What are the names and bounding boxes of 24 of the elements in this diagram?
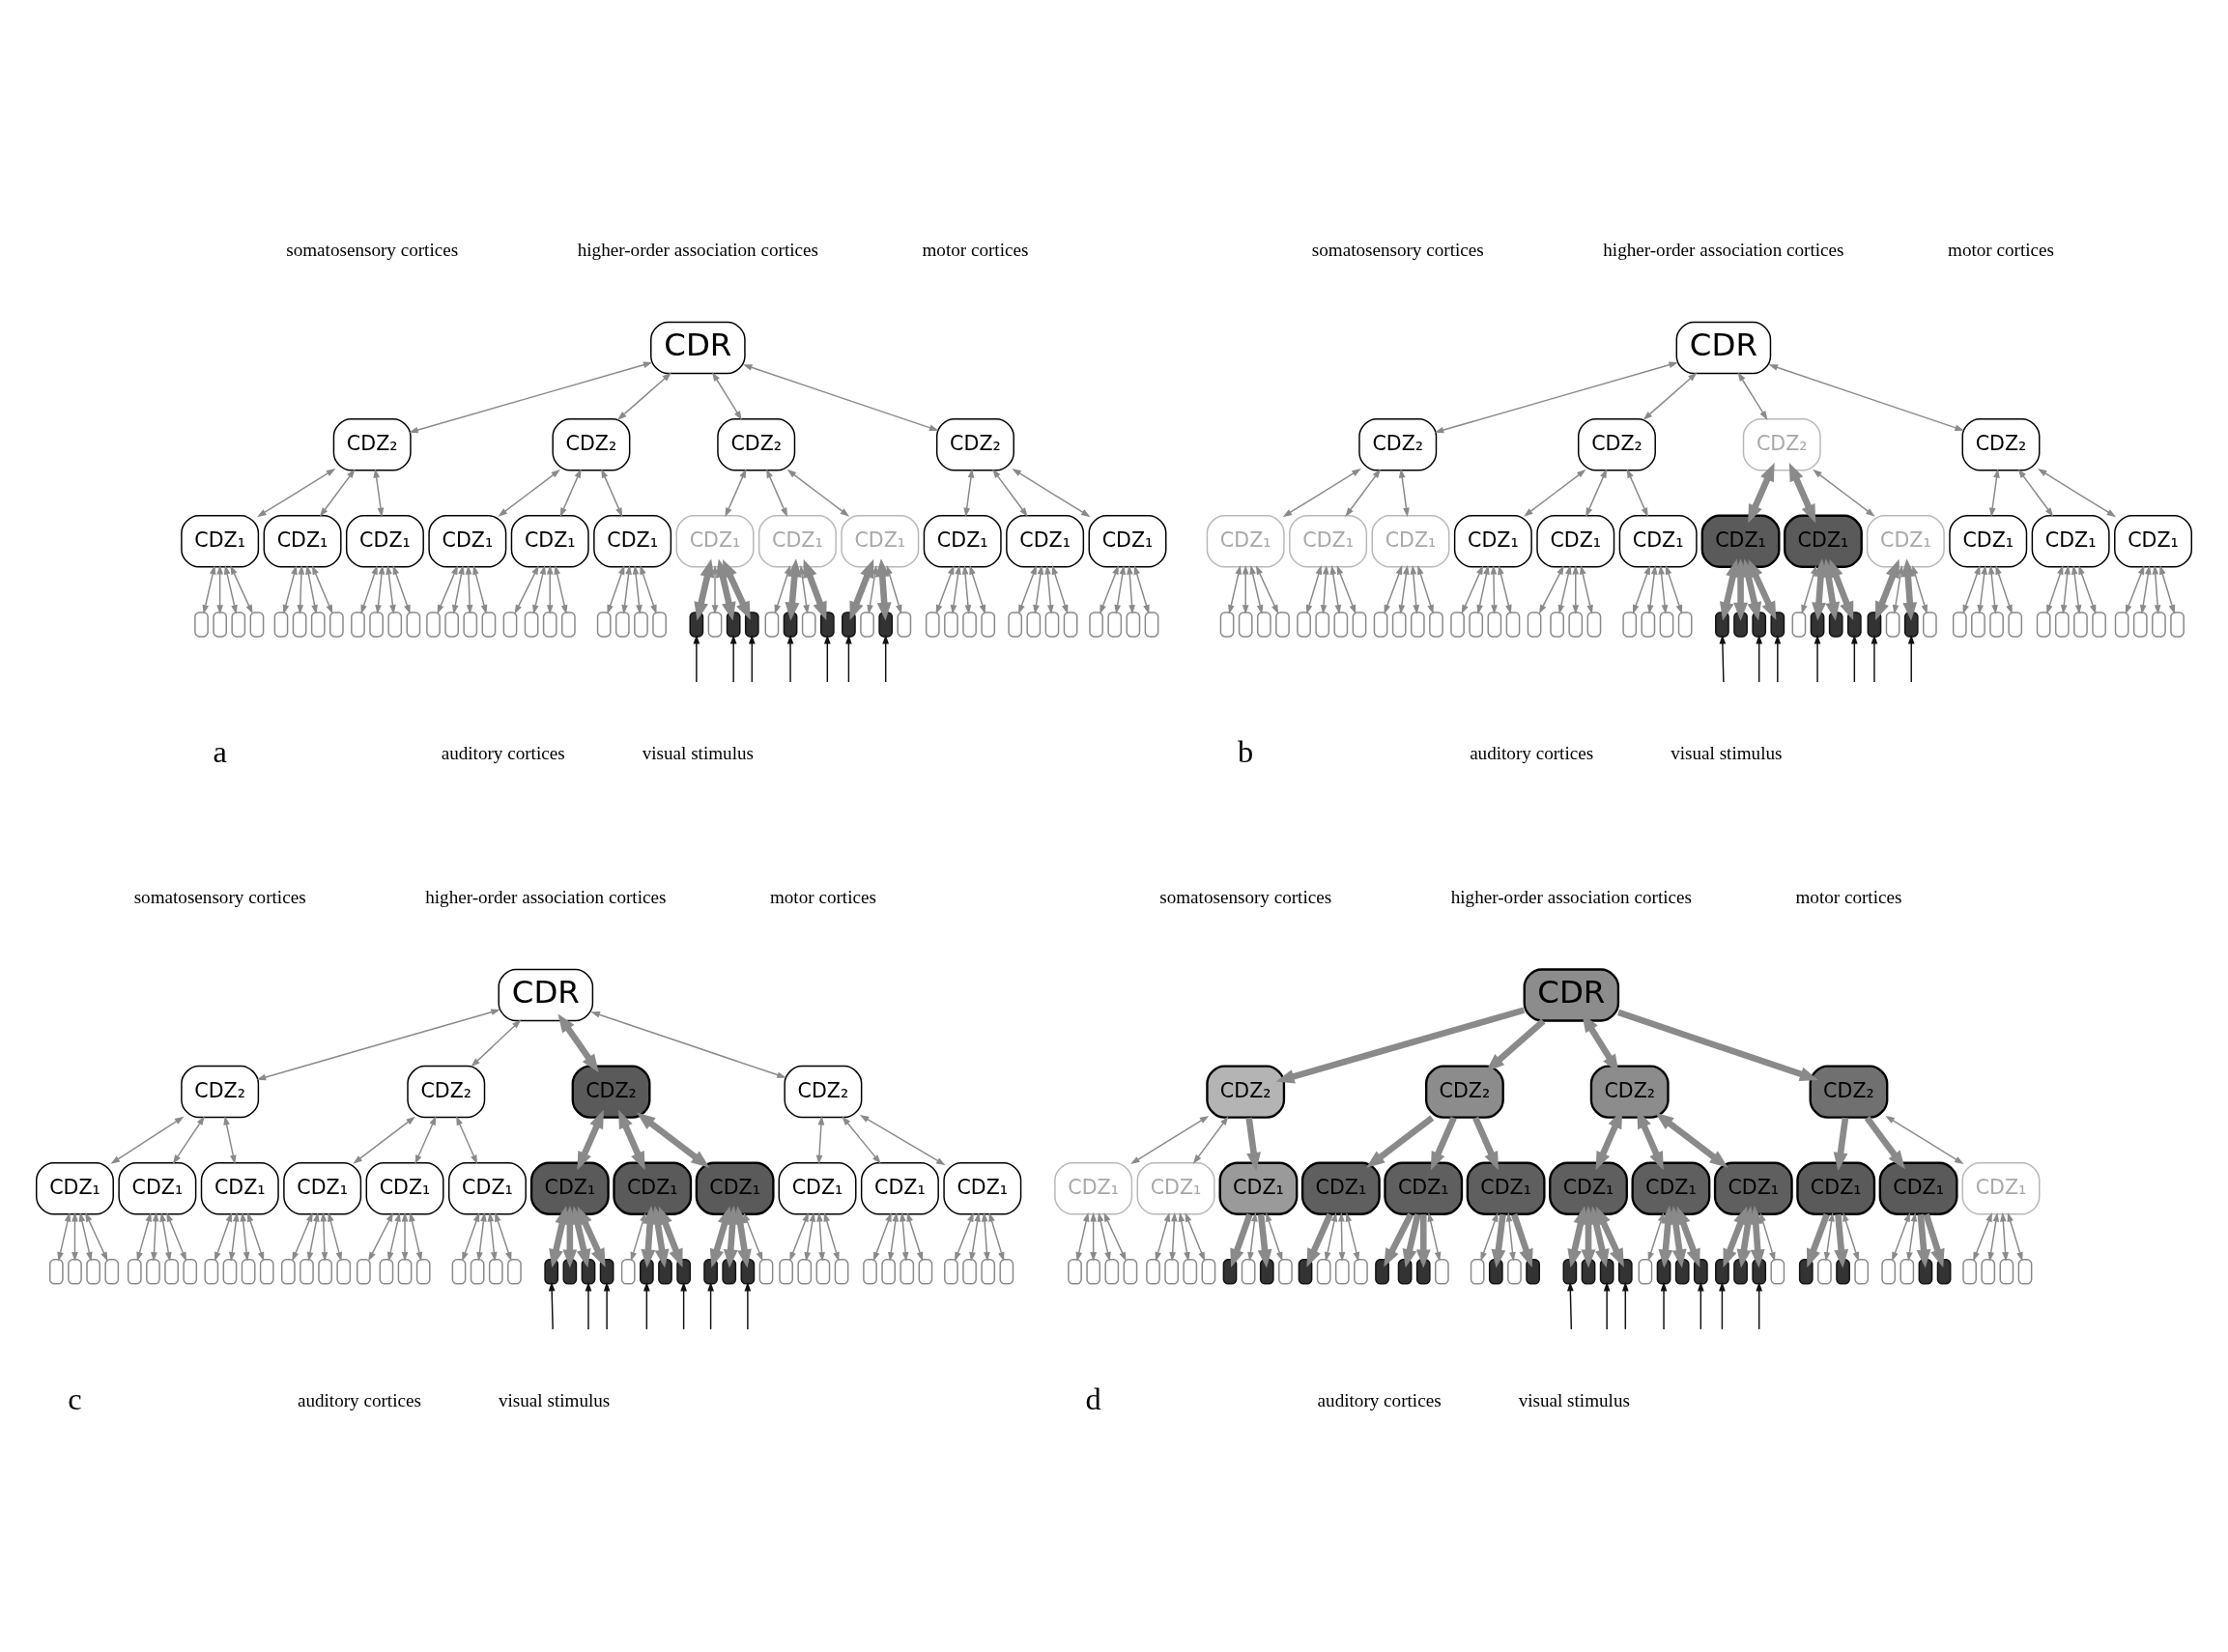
label: higher-order association cortices: [425, 886, 667, 907]
label: motor cortices: [922, 239, 1029, 260]
label: motor cortices: [769, 886, 876, 907]
label: c: [68, 1381, 82, 1416]
label: somatosensory cortices: [1159, 886, 1332, 907]
label: b: [1238, 733, 1254, 769]
label: higher-order association cortices: [1450, 886, 1692, 907]
label: auditory cortices: [1470, 742, 1594, 763]
label: motor cortices: [1795, 886, 1902, 907]
label: higher-order association cortices: [1603, 239, 1844, 260]
label: visual stimulus: [1518, 1389, 1630, 1410]
label: somatosensory cortices: [133, 886, 306, 907]
label: visual stimulus: [1671, 742, 1783, 763]
label: higher-order association cortices: [577, 239, 818, 260]
label: somatosensory cortices: [1311, 239, 1484, 260]
label: motor cortices: [1948, 239, 2054, 260]
label: visual stimulus: [642, 742, 754, 763]
label: somatosensory cortices: [286, 239, 459, 260]
label: visual stimulus: [499, 1389, 611, 1410]
label: auditory cortices: [1317, 1389, 1442, 1410]
label: auditory cortices: [441, 742, 565, 763]
label: auditory cortices: [297, 1389, 421, 1410]
label: a: [213, 733, 227, 769]
label: d: [1085, 1381, 1101, 1416]
